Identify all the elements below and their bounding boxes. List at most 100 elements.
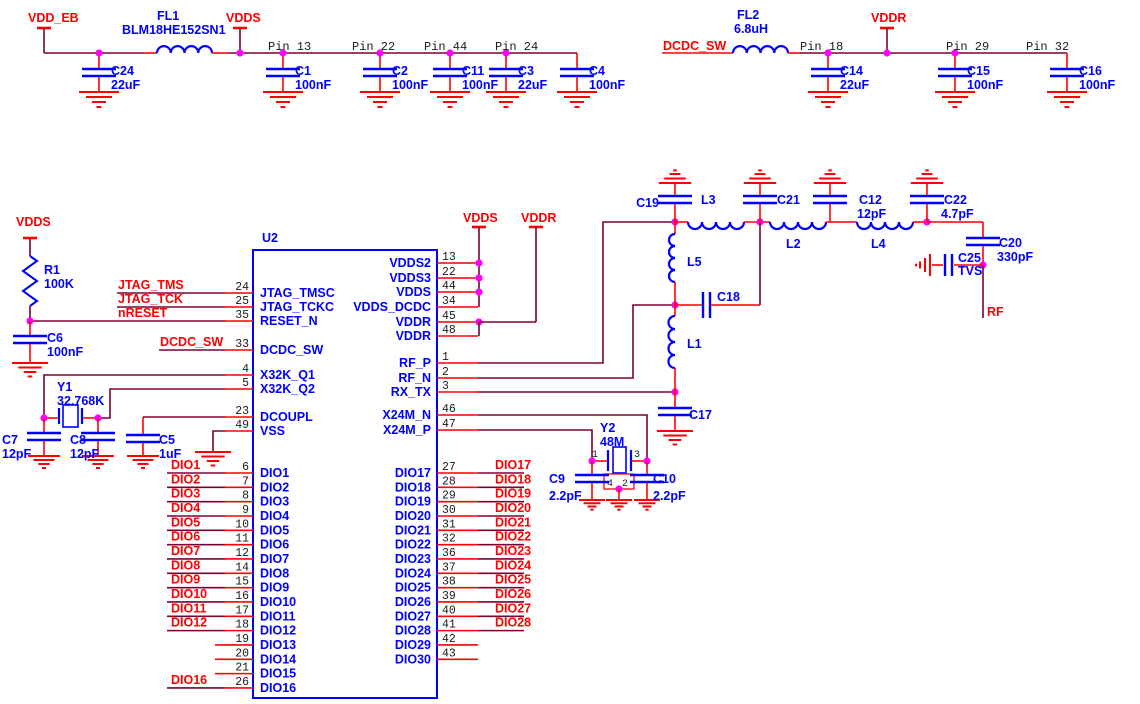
net-label-dio: DIO5: [171, 515, 200, 529]
ref-c7: C7: [2, 433, 18, 447]
pin-name: VDDS2: [389, 256, 431, 270]
inductor-icon[interactable]: [855, 221, 915, 231]
ref-des: C11: [462, 64, 484, 78]
inductor-icon[interactable]: [686, 221, 746, 231]
net-label-dio: DIO11: [171, 601, 206, 615]
value-c9: 2.2pF: [549, 489, 582, 503]
pin-name: X24M_P: [383, 423, 431, 437]
wire[interactable]: [478, 429, 593, 461]
wire[interactable]: [212, 430, 225, 452]
pin-number: 20: [235, 647, 249, 660]
value-y1: 32.768K: [57, 394, 104, 408]
value-y2: 48M: [600, 435, 624, 449]
pin-name: DIO24: [395, 566, 431, 580]
pin-name: DIO18: [395, 480, 431, 494]
value: 22uF: [111, 78, 141, 92]
pin-name: DIO12: [260, 624, 296, 638]
ref-l4: L4: [871, 237, 886, 251]
pin-number: 42: [442, 633, 456, 646]
net-label-vdd-eb: VDD_EB: [28, 11, 79, 25]
net-label-jtag-tms: JTAG_TMS: [118, 278, 184, 292]
value: 100nF: [462, 78, 498, 92]
wire[interactable]: [98, 388, 225, 419]
net-label-dio: DIO19: [495, 487, 531, 501]
pin-number: 1: [442, 351, 449, 364]
pin-name: DIO9: [260, 581, 289, 595]
pin-name: DIO28: [395, 624, 431, 638]
pin-name: DIO6: [260, 538, 289, 552]
ic-body[interactable]: [252, 249, 438, 699]
pin-name: RESET_N: [260, 314, 318, 328]
pin-number: 26: [235, 676, 249, 689]
pin-name: DIO20: [395, 509, 431, 523]
pin-number: 5: [242, 377, 249, 390]
wire[interactable]: [43, 374, 225, 418]
inductor-icon[interactable]: [155, 45, 214, 54]
pin-number: 7: [242, 475, 249, 488]
pin-name: DIO29: [395, 638, 431, 652]
pin-number: 39: [442, 590, 456, 603]
inductor-icon[interactable]: [731, 45, 790, 54]
pin-name: VDDR: [396, 329, 431, 343]
resistor-icon[interactable]: [21, 255, 39, 307]
net-label-dio: DIO27: [495, 601, 531, 615]
pin-number: 25: [235, 295, 249, 308]
ref-c9: C9: [549, 472, 565, 486]
inductor-icon[interactable]: [768, 221, 828, 231]
pad-number: 1: [592, 450, 598, 461]
ref-des: C16: [1079, 64, 1102, 78]
pin-number: 45: [442, 310, 456, 323]
ref-c17: C17: [689, 408, 712, 422]
pin-number: 29: [442, 490, 456, 503]
pin-name: DIO11: [260, 609, 295, 623]
junction-dot: [446, 49, 454, 57]
value-c10: 2.2pF: [653, 489, 686, 503]
junction-dot: [951, 49, 959, 57]
pin-name: VDDS_DCDC: [353, 300, 431, 314]
ref-des: C3: [518, 64, 534, 78]
crystal-icon[interactable]: [62, 404, 79, 428]
inductor-icon[interactable]: [667, 314, 676, 370]
wire[interactable]: [478, 414, 648, 461]
inductor-icon[interactable]: [667, 232, 676, 284]
net-label-dio: DIO22: [495, 530, 531, 544]
junction-dot: [475, 274, 483, 282]
value-fl2: 6.8uH: [734, 22, 768, 36]
pin-ref-label: Pin 24: [495, 40, 538, 54]
pad-number: 4: [607, 479, 613, 490]
wire[interactable]: [478, 304, 675, 379]
pin-number: 8: [242, 490, 249, 503]
net-label-dio: DIO24: [495, 558, 531, 572]
pin-name: X32K_Q2: [260, 382, 315, 396]
junction-dot: [475, 259, 483, 267]
wire[interactable]: [478, 221, 675, 364]
pin-name: JTAG_TMSC: [260, 286, 335, 300]
pin-number: 6: [242, 461, 249, 474]
pin-name: DIO17: [395, 466, 431, 480]
pin-number: 47: [442, 418, 456, 431]
crystal-icon[interactable]: [612, 446, 627, 474]
pin-number: 2: [442, 366, 449, 379]
value: 100nF: [392, 78, 428, 92]
value: 100nF: [1079, 78, 1115, 92]
value-c6: 100nF: [47, 345, 83, 359]
pin-name: DIO5: [260, 523, 289, 537]
pin-name: DIO8: [260, 566, 289, 580]
